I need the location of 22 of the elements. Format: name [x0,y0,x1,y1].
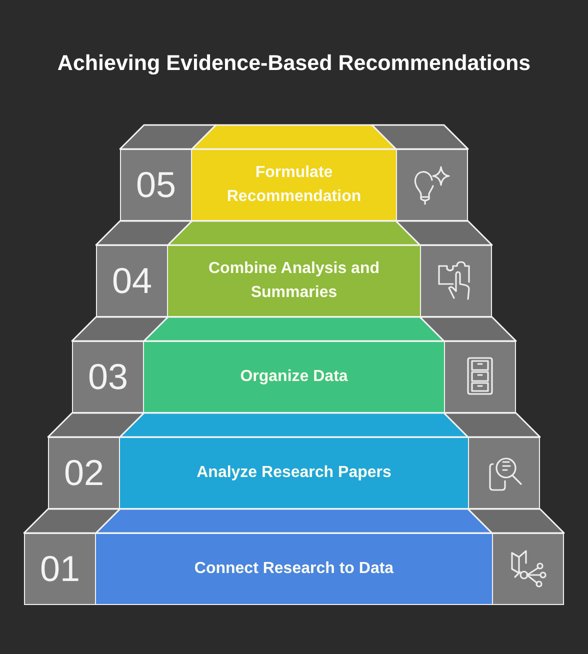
step-number: 01 [40,549,80,589]
step-number-tile [120,149,192,221]
step-number-tile [72,341,144,413]
step-number-tile [48,437,120,509]
step-number: 04 [112,261,152,301]
icon-tile [396,149,468,221]
icon-tile [492,533,564,605]
icon-tile [444,341,516,413]
step-label: Combine Analysis and Summaries [208,259,380,303]
step-band [96,533,492,605]
diagram-title: Achieving Evidence-Based Recommendations [57,50,531,76]
step-label: Formulate Recommendation [226,163,362,207]
step-number-tile [96,245,168,317]
step-label: Connect Research to Data [194,559,394,579]
icon-tile [468,437,540,509]
icon-tile [420,245,492,317]
step-number: 02 [64,453,104,493]
step-number: 05 [136,165,176,205]
step-label: Organize Data [240,367,348,387]
step-number-tile [24,533,96,605]
step-label: Analyze Research Papers [196,463,392,483]
step-number: 03 [88,357,128,397]
